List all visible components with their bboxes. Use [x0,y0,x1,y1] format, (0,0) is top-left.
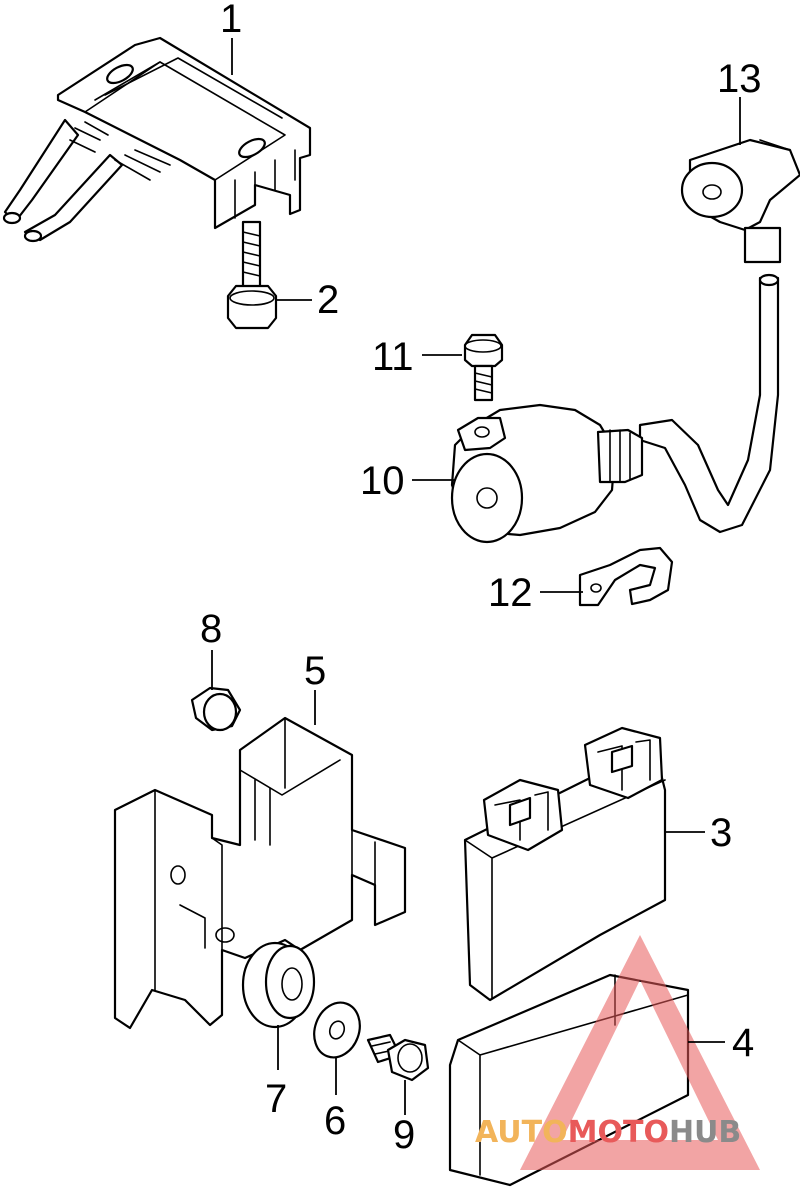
watermark-triangle-icon [520,935,760,1170]
svg-text:AUTOMOTOHUB: AUTOMOTOHUB [475,1115,741,1150]
part-6-washer [313,1001,361,1059]
callout-8: 8 [200,607,222,651]
part-9-bolt [366,1033,430,1082]
callout-6: 6 [324,1099,346,1143]
callout-1: 1 [220,0,242,41]
part-7-grommet [241,941,316,1029]
part-8-cushion [190,686,242,732]
watermark-text-auto: AUTO [475,1115,568,1150]
part-12-clamp [578,546,674,607]
callout-labels: 1 2 13 11 10 12 8 5 3 4 7 6 9 [200,0,762,1157]
callout-7: 7 [265,1077,287,1121]
watermark-text: AUTOMOTOHUB [475,1115,741,1150]
callout-11: 11 [372,335,414,379]
part-13-spark-plug-cap [680,138,800,264]
part-10-ignition-coil [450,273,780,544]
leader-lines [211,38,741,1115]
part-2-bolt [226,220,278,330]
callout-12: 12 [488,571,533,615]
part-1-regulator-rectifier [2,36,312,243]
part-5-bracket [113,716,407,1030]
watermark-text-moto: MOTO [568,1115,669,1150]
callout-5: 5 [304,649,326,693]
watermark-text-hub: HUB [669,1115,741,1150]
part-3-cdi-unit [463,726,667,1002]
part-11-bolt [463,333,504,402]
callout-9: 9 [393,1113,415,1157]
callout-4: 4 [732,1021,754,1065]
callout-10: 10 [360,459,405,503]
callout-3: 3 [710,811,732,855]
callout-2: 2 [317,278,339,322]
callout-13: 13 [717,57,762,101]
watermark-logo [520,935,760,1170]
